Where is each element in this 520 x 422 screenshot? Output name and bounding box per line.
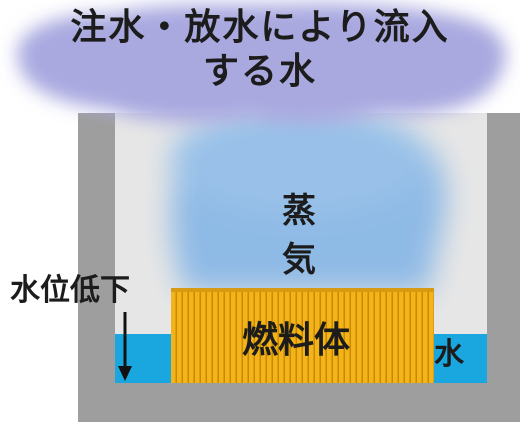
- inflow-label-line2: する水: [202, 51, 317, 92]
- water-right: [434, 334, 487, 383]
- water-label: 水: [434, 337, 464, 372]
- steam-cloud: [170, 105, 446, 292]
- pool-wall: [78, 113, 520, 422]
- fuel-label: 燃料体: [242, 320, 351, 361]
- fuel-top-edge: [171, 288, 434, 292]
- inflow-cloud: [17, 3, 506, 124]
- fuel-assembly: [171, 291, 434, 383]
- water-level-label: 水位低下: [10, 273, 130, 308]
- water-level-arrow: [118, 312, 132, 381]
- steam-label-char1: 蒸: [282, 191, 316, 231]
- steam-label-char2: 気: [282, 240, 316, 280]
- inflow-label-line1: 注水・放水により流入: [70, 7, 450, 48]
